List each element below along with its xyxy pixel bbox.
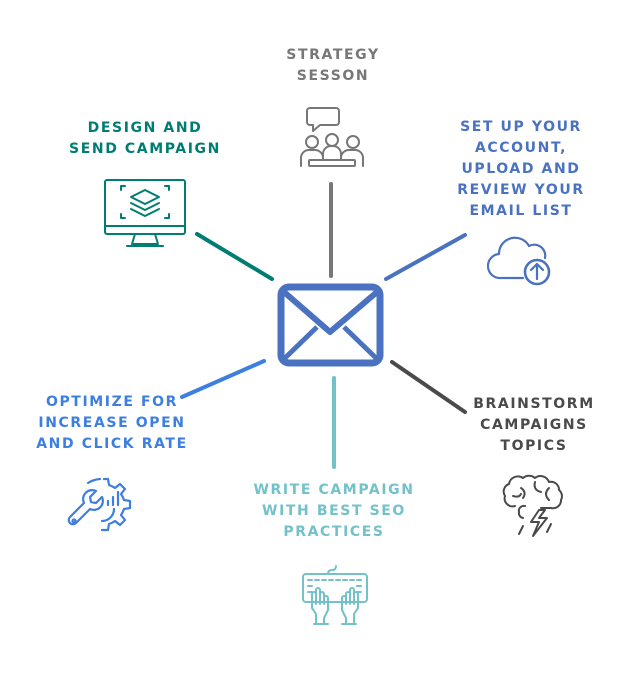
node-label-setup: SET UP YOUR ACCOUNT, UPLOAD AND REVIEW Y… [457,119,585,219]
keyboard-hands-icon [302,565,368,625]
envelope-icon [277,283,384,367]
wrench-gear-chart-icon [67,477,132,532]
node-label-optimize: OPTIMIZE FOR INCREASE OPEN AND CLICK RAT… [36,394,188,452]
node-label-brainstorm: BRAINSTORM CAMPAIGNS TOPICS [473,396,595,454]
connector-optimize [180,359,266,399]
connector-brainstorm [390,360,467,414]
node-label-design: DESIGN AND SEND CAMPAIGN [69,120,221,157]
cloud-upload-icon [487,236,551,286]
connector-design [195,232,274,281]
node-label-write: WRITE CAMPAIGN WITH BEST SEO PRACTICES [253,482,415,540]
meeting-people-icon [300,107,364,167]
connector-setup [384,233,467,281]
brain-storm-icon [502,474,563,537]
node-label-strategy: STRATEGY SESSON [286,47,380,84]
monitor-layers-icon [104,179,186,247]
